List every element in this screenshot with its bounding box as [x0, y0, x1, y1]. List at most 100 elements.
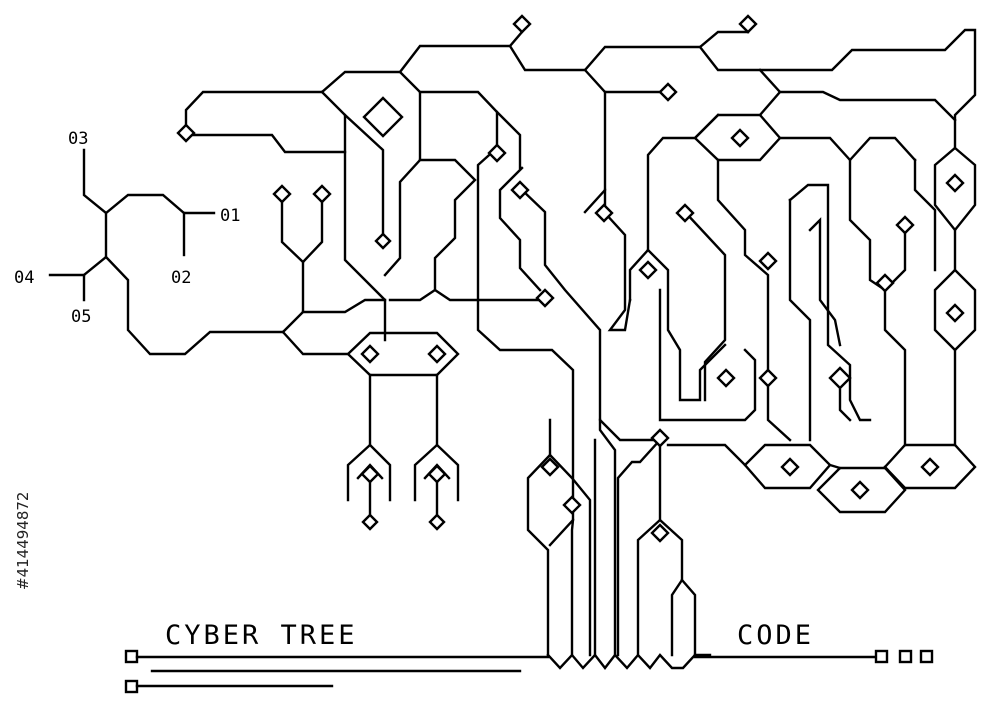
trace — [343, 113, 385, 240]
trace — [716, 158, 792, 442]
trace — [368, 443, 392, 502]
trace — [683, 210, 727, 402]
trace — [383, 70, 422, 277]
trace — [828, 463, 842, 470]
trace — [666, 443, 747, 467]
trace — [433, 288, 542, 302]
trace — [82, 148, 108, 302]
trace — [636, 438, 662, 657]
trace — [838, 388, 852, 422]
trace — [184, 133, 347, 154]
trace — [583, 68, 670, 94]
diamond-pad — [362, 96, 404, 138]
diamond-pad — [487, 143, 507, 163]
diamond-pad — [758, 251, 778, 271]
trace — [435, 443, 460, 502]
trace — [476, 146, 575, 547]
diamond-pad — [176, 123, 196, 143]
diamond-pad — [730, 128, 750, 148]
trace — [104, 193, 216, 215]
trace — [646, 248, 727, 402]
trace — [498, 166, 542, 292]
diamond-pad — [535, 288, 555, 308]
bus-pad — [124, 649, 139, 664]
trace — [788, 183, 872, 422]
trace — [658, 518, 684, 657]
label-02: 02 — [171, 268, 191, 288]
label-01: 01 — [220, 206, 240, 226]
trace — [495, 110, 522, 170]
hex-pod — [933, 268, 977, 352]
stock-id: #414494872 — [14, 492, 32, 590]
diamond-pad — [658, 82, 678, 102]
trace — [280, 192, 305, 264]
bus-pad — [874, 649, 889, 664]
diamond-pad — [850, 480, 870, 500]
trace — [680, 578, 697, 657]
bus-pad — [124, 679, 139, 694]
hex-pods — [666, 146, 977, 514]
diamond-pad — [675, 203, 695, 223]
diamond-pad — [828, 366, 852, 390]
trace — [320, 90, 387, 342]
diamond-pad — [875, 273, 895, 293]
trace — [808, 217, 842, 347]
title-right: CODE — [737, 620, 814, 651]
trace — [698, 28, 977, 150]
trunk — [526, 418, 712, 670]
diamond-pad — [312, 184, 332, 204]
trace — [848, 158, 907, 447]
bus-pad — [898, 649, 913, 664]
trace — [548, 453, 592, 657]
trace — [184, 30, 524, 133]
diamond-pad — [594, 203, 614, 223]
trunk-base — [546, 653, 697, 670]
diamond-pad — [780, 457, 800, 477]
trace — [418, 90, 499, 150]
left-pod — [346, 331, 460, 517]
diamond-pad — [427, 344, 447, 364]
trace — [281, 330, 350, 356]
diamond-pad — [895, 215, 915, 235]
bottom-bus — [124, 649, 934, 694]
connector-cluster — [48, 148, 285, 356]
diamond-pad — [920, 457, 940, 477]
diamond-pad — [374, 232, 392, 250]
diamond-pad — [360, 464, 380, 484]
bus-pad — [919, 649, 934, 664]
diamond-pad — [540, 457, 560, 477]
diamond-pad — [360, 344, 380, 364]
canopy-left — [184, 30, 662, 547]
connector-labels: 03 01 02 04 05 — [14, 129, 240, 327]
trace — [583, 90, 607, 214]
trace — [758, 68, 957, 122]
diamond-pad — [650, 428, 670, 448]
diamond-pad — [562, 495, 582, 515]
trace — [526, 418, 552, 657]
diamond-pad — [427, 464, 447, 484]
label-03: 03 — [68, 129, 88, 149]
trace — [658, 288, 757, 422]
hex-pod — [933, 146, 977, 232]
trace — [388, 158, 477, 302]
trace — [616, 438, 662, 657]
diamond-pad — [361, 513, 379, 531]
trace — [598, 418, 617, 657]
trace — [570, 518, 575, 657]
diamond-pad — [650, 523, 670, 543]
diamond-pad — [512, 14, 532, 34]
diamond-pad — [510, 180, 530, 200]
trace — [301, 298, 387, 314]
trace — [913, 158, 937, 272]
diamond-pad — [638, 260, 658, 280]
trace — [778, 136, 917, 162]
trace — [346, 373, 372, 502]
trace — [104, 255, 285, 356]
label-04: 04 — [14, 268, 34, 288]
diamond-pads — [176, 14, 965, 543]
canopy-center — [508, 28, 977, 447]
title-left: CYBER TREE — [165, 620, 358, 651]
trace — [413, 373, 439, 502]
label-05: 05 — [71, 307, 91, 327]
